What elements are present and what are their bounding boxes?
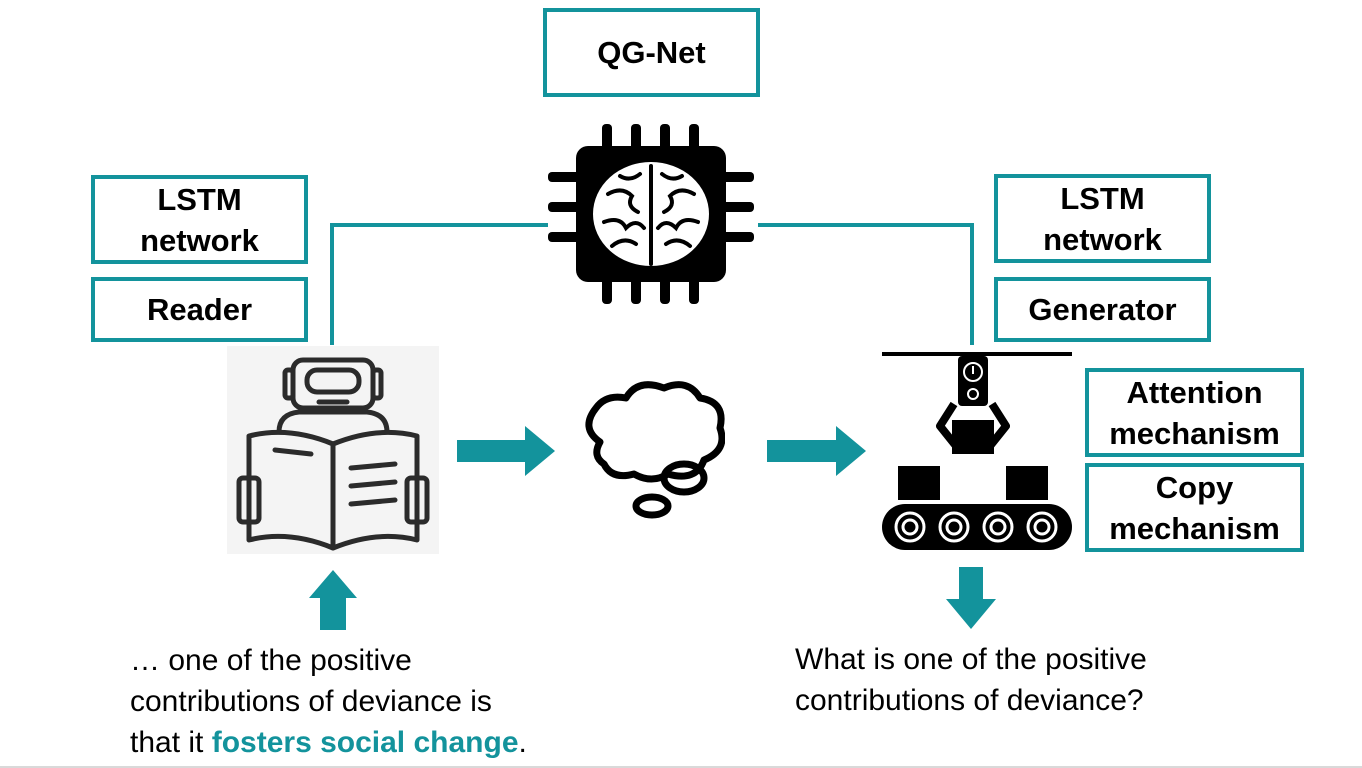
generator-lstm-line1: LSTM — [1060, 180, 1145, 216]
input-line-3-suffix: . — [518, 726, 527, 759]
reader-label: Reader — [146, 292, 253, 327]
reader-to-thought-arrow — [457, 426, 555, 476]
copy-box: Copy mechanism — [1085, 463, 1304, 552]
generator-label: Generator — [1028, 292, 1177, 327]
answer-highlight: fosters social change — [211, 726, 519, 759]
output-arrow-down — [946, 567, 996, 629]
reader-connector-line — [330, 223, 548, 345]
attention-line1: Attention — [1126, 374, 1263, 410]
output-line-1: What is one of the positive — [795, 643, 1147, 676]
qgnet-label: QG-Net — [597, 35, 706, 70]
generated-question: What is one of the positive contribution… — [795, 639, 1315, 721]
brain-chip-icon — [548, 124, 754, 304]
input-line-1: … one of the positive — [130, 644, 412, 677]
input-arrow-up — [309, 570, 357, 630]
reader-lstm-box: LSTM network — [91, 175, 308, 264]
generator-connector-line — [758, 223, 974, 345]
reader-lstm-line2: network — [140, 222, 259, 258]
generator-box: Generator — [994, 277, 1211, 342]
robotic-arm-conveyor-icon — [882, 352, 1072, 550]
bottom-divider — [0, 766, 1362, 768]
input-line-2: contributions of deviance is — [130, 685, 492, 718]
input-passage: … one of the positive contributions of d… — [130, 640, 650, 763]
reader-box: Reader — [91, 277, 308, 342]
robot-reading-book-icon — [227, 346, 439, 554]
copy-line1: Copy — [1155, 469, 1234, 505]
generator-lstm-box: LSTM network — [994, 174, 1211, 263]
thought-to-generator-arrow — [767, 426, 866, 476]
input-line-3: that it fosters social change. — [130, 722, 650, 763]
attention-box: Attention mechanism — [1085, 368, 1304, 457]
attention-line2: mechanism — [1109, 415, 1280, 451]
thought-bubble-icon — [585, 381, 725, 519]
output-line-2: contributions of deviance? — [795, 684, 1144, 717]
generator-lstm-line2: network — [1043, 221, 1162, 257]
copy-line2: mechanism — [1109, 510, 1280, 546]
reader-lstm-line1: LSTM — [157, 181, 242, 217]
qgnet-box: QG-Net — [543, 8, 760, 97]
input-line-3-prefix: that it — [130, 726, 212, 759]
